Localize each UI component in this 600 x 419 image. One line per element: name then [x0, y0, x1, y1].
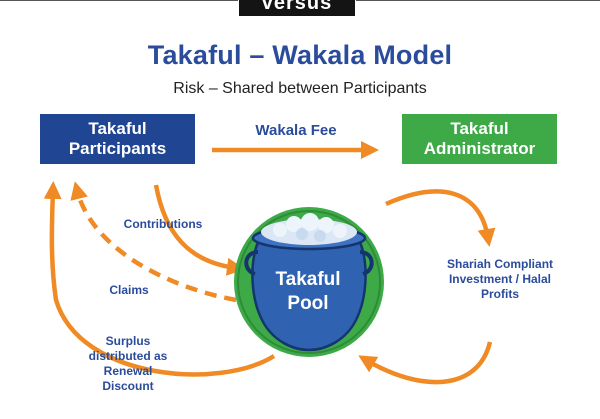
surplus-arrow: [43, 181, 276, 377]
takaful-pool-label: Takaful Pool: [275, 269, 341, 314]
takaful-participants-box: Takaful Participants: [40, 114, 195, 164]
page-title: Takaful – Wakala Model: [147, 40, 453, 70]
claims-label: Claims: [109, 283, 149, 297]
pot-icon: [234, 207, 384, 357]
contributions-arrow: [153, 184, 245, 276]
investment-return-arrow: [358, 341, 493, 385]
page-subtitle: Risk – Shared between Participants: [173, 80, 427, 97]
claims-arrow: [70, 181, 237, 303]
investment-out-arrow: [385, 189, 496, 247]
versus-banner: versus: [239, 0, 355, 16]
surplus-label: Surplus distributed as Renewal Discount: [88, 334, 168, 393]
contributions-label: Contributions: [123, 217, 203, 231]
shariah-investment-label: Shariah Compliant Investment / Halal Pro…: [447, 257, 554, 301]
wakala-fee-label: Wakala Fee: [255, 122, 337, 139]
takaful-administrator-box: Takaful Administrator: [402, 114, 557, 164]
top-rule-right: [356, 0, 600, 1]
top-rule-left: [0, 0, 238, 1]
